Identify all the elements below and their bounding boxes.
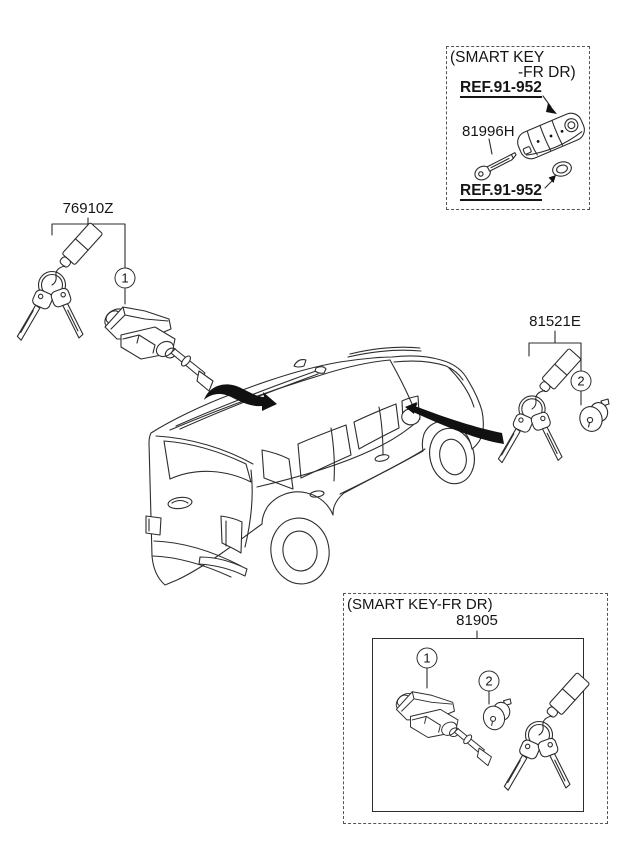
- callout-2-kit[interactable]: 2: [478, 670, 500, 692]
- part-number-76910Z[interactable]: 76910Z: [62, 200, 114, 217]
- top-panel-title-line2: -FR DR): [518, 64, 576, 81]
- part-number-81996H[interactable]: 81996H: [462, 123, 515, 140]
- smart-key-bottom-panel-border: [343, 593, 608, 824]
- ref-link-bottom[interactable]: REF.91-952: [460, 182, 542, 202]
- top-panel-title-line1: (SMART KEY: [450, 49, 545, 66]
- vehicle-illustration: [145, 346, 484, 586]
- kit-81905-box: [372, 638, 584, 812]
- door-key-set-76910Z-art: [15, 217, 214, 392]
- callout-1-main[interactable]: 1: [114, 267, 136, 289]
- kit-81905-art: [392, 630, 591, 796]
- install-arrow-key-set: [405, 402, 504, 444]
- part-number-81905[interactable]: 81905: [456, 612, 498, 629]
- callout-1-kit[interactable]: 1: [416, 647, 438, 669]
- key-set-81521E-art: [496, 330, 611, 468]
- smart-key-remote-art: [474, 95, 585, 189]
- bottom-panel-title: (SMART KEY-FR DR): [347, 596, 493, 613]
- install-arrow-front-door: [204, 384, 277, 411]
- part-number-81521E[interactable]: 81521E: [529, 313, 581, 330]
- smart-key-top-panel-border: [446, 46, 590, 210]
- callout-2-main[interactable]: 2: [570, 370, 592, 392]
- ref-link-top[interactable]: REF.91-952: [460, 79, 542, 99]
